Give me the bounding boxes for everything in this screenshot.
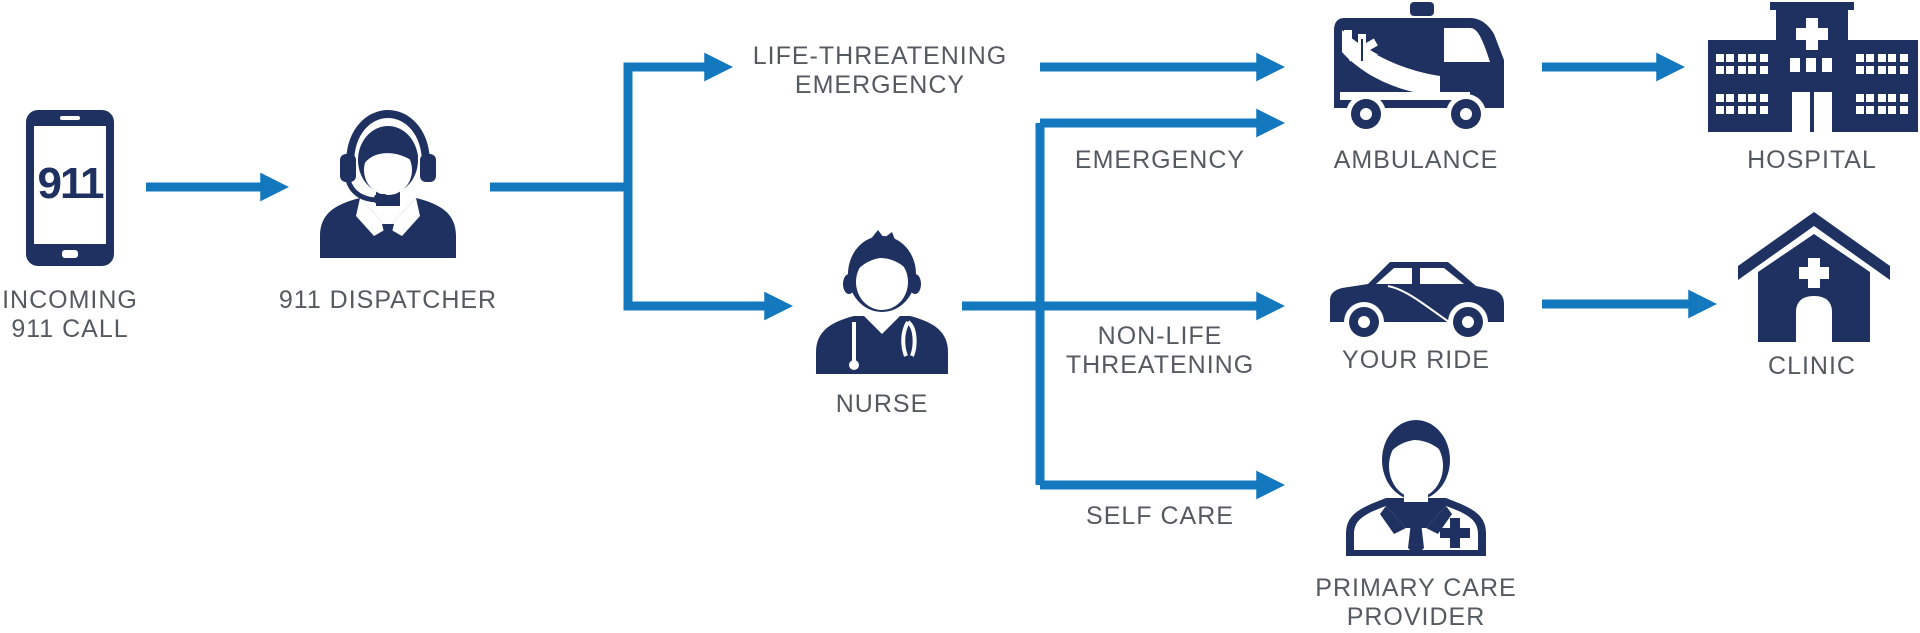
non-life-threatening-label-line1: NON-LIFE [1097,322,1223,350]
nurse-stethoscope-icon [812,222,952,377]
hospital-icon [1706,0,1920,132]
smartphone-icon: 911 [24,108,116,268]
non-life-threatening-label: NON-LIFE THREATENING [1040,322,1280,380]
life-threatening-label-line1: LIFE-THREATENING [752,42,1008,70]
phone-screen-text: 911 [38,159,105,208]
life-threatening-label: LIFE-THREATENING EMERGENCY [730,42,1030,100]
incoming-call-label-line1: INCOMING [2,286,138,314]
life-threatening-label-line2: EMERGENCY [794,71,966,99]
dispatcher-label: 911 DISPATCHER [278,286,498,314]
nurse-label: NURSE [835,390,929,418]
car-icon [1328,256,1506,344]
ambulance-label: AMBULANCE [1333,146,1499,174]
hospital-label: HOSPITAL [1747,146,1877,174]
ambulance-icon [1330,0,1505,138]
incoming-call-label-line2: 911 CALL [11,315,129,343]
primary-care-label: PRIMARY CARE PROVIDER [1266,574,1566,632]
arrow-split-to-nurse [623,187,794,321]
self-care-label: SELF CARE [1086,502,1234,530]
non-life-threatening-label-line2: THREATENING [1065,351,1255,379]
your-ride-label: YOUR RIDE [1342,346,1490,374]
arrow-split-to-life-threatening [623,52,734,310]
incoming-call-label: INCOMING 911 CALL [0,286,150,344]
dispatcher-headset-icon [316,108,460,263]
clinic-icon [1736,208,1892,344]
doctor-icon [1340,410,1492,560]
primary-care-label-line2: PROVIDER [1346,603,1486,631]
emergency-label: EMERGENCY [1074,146,1246,174]
primary-care-label-line1: PRIMARY CARE [1315,574,1517,602]
clinic-label: CLINIC [1768,352,1856,380]
